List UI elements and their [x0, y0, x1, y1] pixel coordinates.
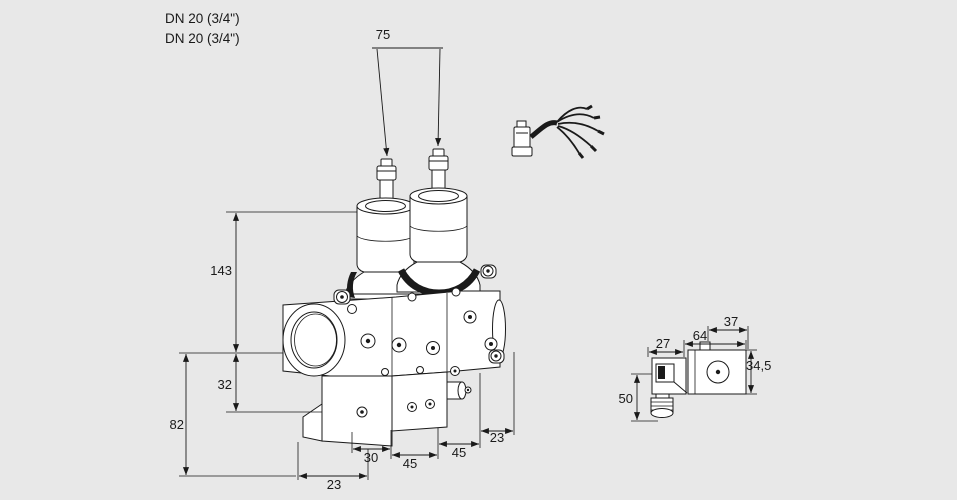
dimension-top: 75: [372, 27, 443, 157]
dim-label-45-right: 45: [452, 445, 466, 460]
cable-assembly: [511, 104, 605, 159]
dim-label-143: 143: [210, 263, 232, 278]
dimensions-bottom: 23 30 45 45 23: [297, 352, 515, 492]
dim-label-34-5: 34,5: [746, 358, 771, 373]
right-solenoid: [396, 148, 481, 297]
valve-front-view: [282, 148, 506, 447]
dim-label-50: 50: [619, 391, 633, 406]
dim-label-30: 30: [364, 450, 378, 465]
dim-label-45-left: 45: [403, 456, 417, 471]
dim-label-75: 75: [376, 27, 390, 42]
dim-label-82: 82: [170, 417, 184, 432]
valve-body: [282, 264, 506, 392]
connection-labels: DN 20 (3/4") DN 20 (3/4"): [165, 11, 240, 46]
dimensions-left: 143 32 82: [170, 211, 357, 477]
dim-label-23-right: 23: [490, 430, 504, 445]
dim-label-32: 32: [218, 377, 232, 392]
dim-label-64: 64: [693, 328, 707, 343]
inlet-flange: [282, 303, 346, 377]
inlet-size-label: DN 20 (3/4"): [165, 11, 240, 26]
lower-body: [302, 371, 472, 447]
dim-label-37: 37: [724, 314, 738, 329]
dim-label-23-left: 23: [327, 477, 341, 492]
dim-label-27: 27: [656, 336, 670, 351]
outlet-size-label: DN 20 (3/4"): [165, 31, 240, 46]
top-nub: [699, 341, 711, 351]
valve-side-view: [650, 341, 747, 418]
dimensions-detail: 27 64 37 34,5 50: [619, 314, 771, 422]
